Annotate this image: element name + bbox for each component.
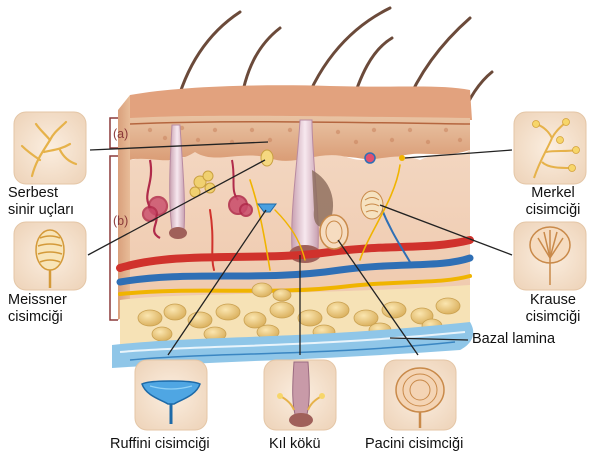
bazal-lamina-label: Bazal lamina — [472, 331, 556, 347]
fat-cells — [137, 282, 461, 342]
serbest-label-line2: sinir uçları — [8, 202, 75, 218]
leader-lines — [87, 141, 513, 356]
blood-vessels — [116, 164, 474, 296]
meissner-label-line1: Meissner — [8, 292, 67, 308]
bracket-lines — [109, 117, 118, 321]
ruffini-in-skin — [257, 203, 277, 213]
krause-label-line2: cisimciği — [525, 309, 581, 325]
hair-root-icon — [263, 359, 337, 431]
sweat-gland-mid — [228, 159, 253, 217]
meissner-label: Meissner cisimciği — [8, 292, 67, 326]
pacinian-corpuscle-icon — [383, 359, 457, 431]
serbest-label: Serbest sinir uçları — [8, 185, 74, 219]
pacini-label: Pacini cisimciği — [365, 436, 464, 452]
krause-label: Krause cisimciği — [518, 292, 588, 326]
merkel-label: Merkel cisimciği — [518, 185, 588, 219]
merkel-label-line1: Merkel — [531, 185, 575, 201]
sweat-gland-left — [141, 159, 169, 239]
bracket-b-label: (b) — [113, 214, 129, 228]
merkel-in-skin — [364, 152, 405, 164]
meissner-in-skin — [260, 149, 274, 167]
pacini-in-skin — [319, 214, 349, 250]
meissner-corpuscle-icon — [13, 221, 87, 291]
kil-koku-label: Kıl kökü — [269, 436, 321, 452]
ruffini-label: Ruffini cisimciği — [110, 436, 210, 452]
krause-in-skin — [360, 190, 384, 220]
krause-label-line1: Krause — [530, 292, 576, 308]
hair-follicle-left — [169, 124, 187, 239]
serbest-label-line1: Serbest — [8, 185, 58, 201]
merkel-disc-icon — [513, 111, 587, 185]
merkel-label-line2: cisimciği — [525, 202, 581, 218]
epidermis-cells — [147, 125, 463, 145]
epidermis-top — [130, 85, 472, 120]
meissner-label-line2: cisimciği — [8, 309, 63, 325]
ruffini-ending-icon — [134, 359, 208, 431]
bracket-a-label: (a) — [113, 127, 129, 141]
free-nerve-ending-icon — [13, 111, 87, 185]
krause-bulb-icon — [513, 221, 587, 291]
